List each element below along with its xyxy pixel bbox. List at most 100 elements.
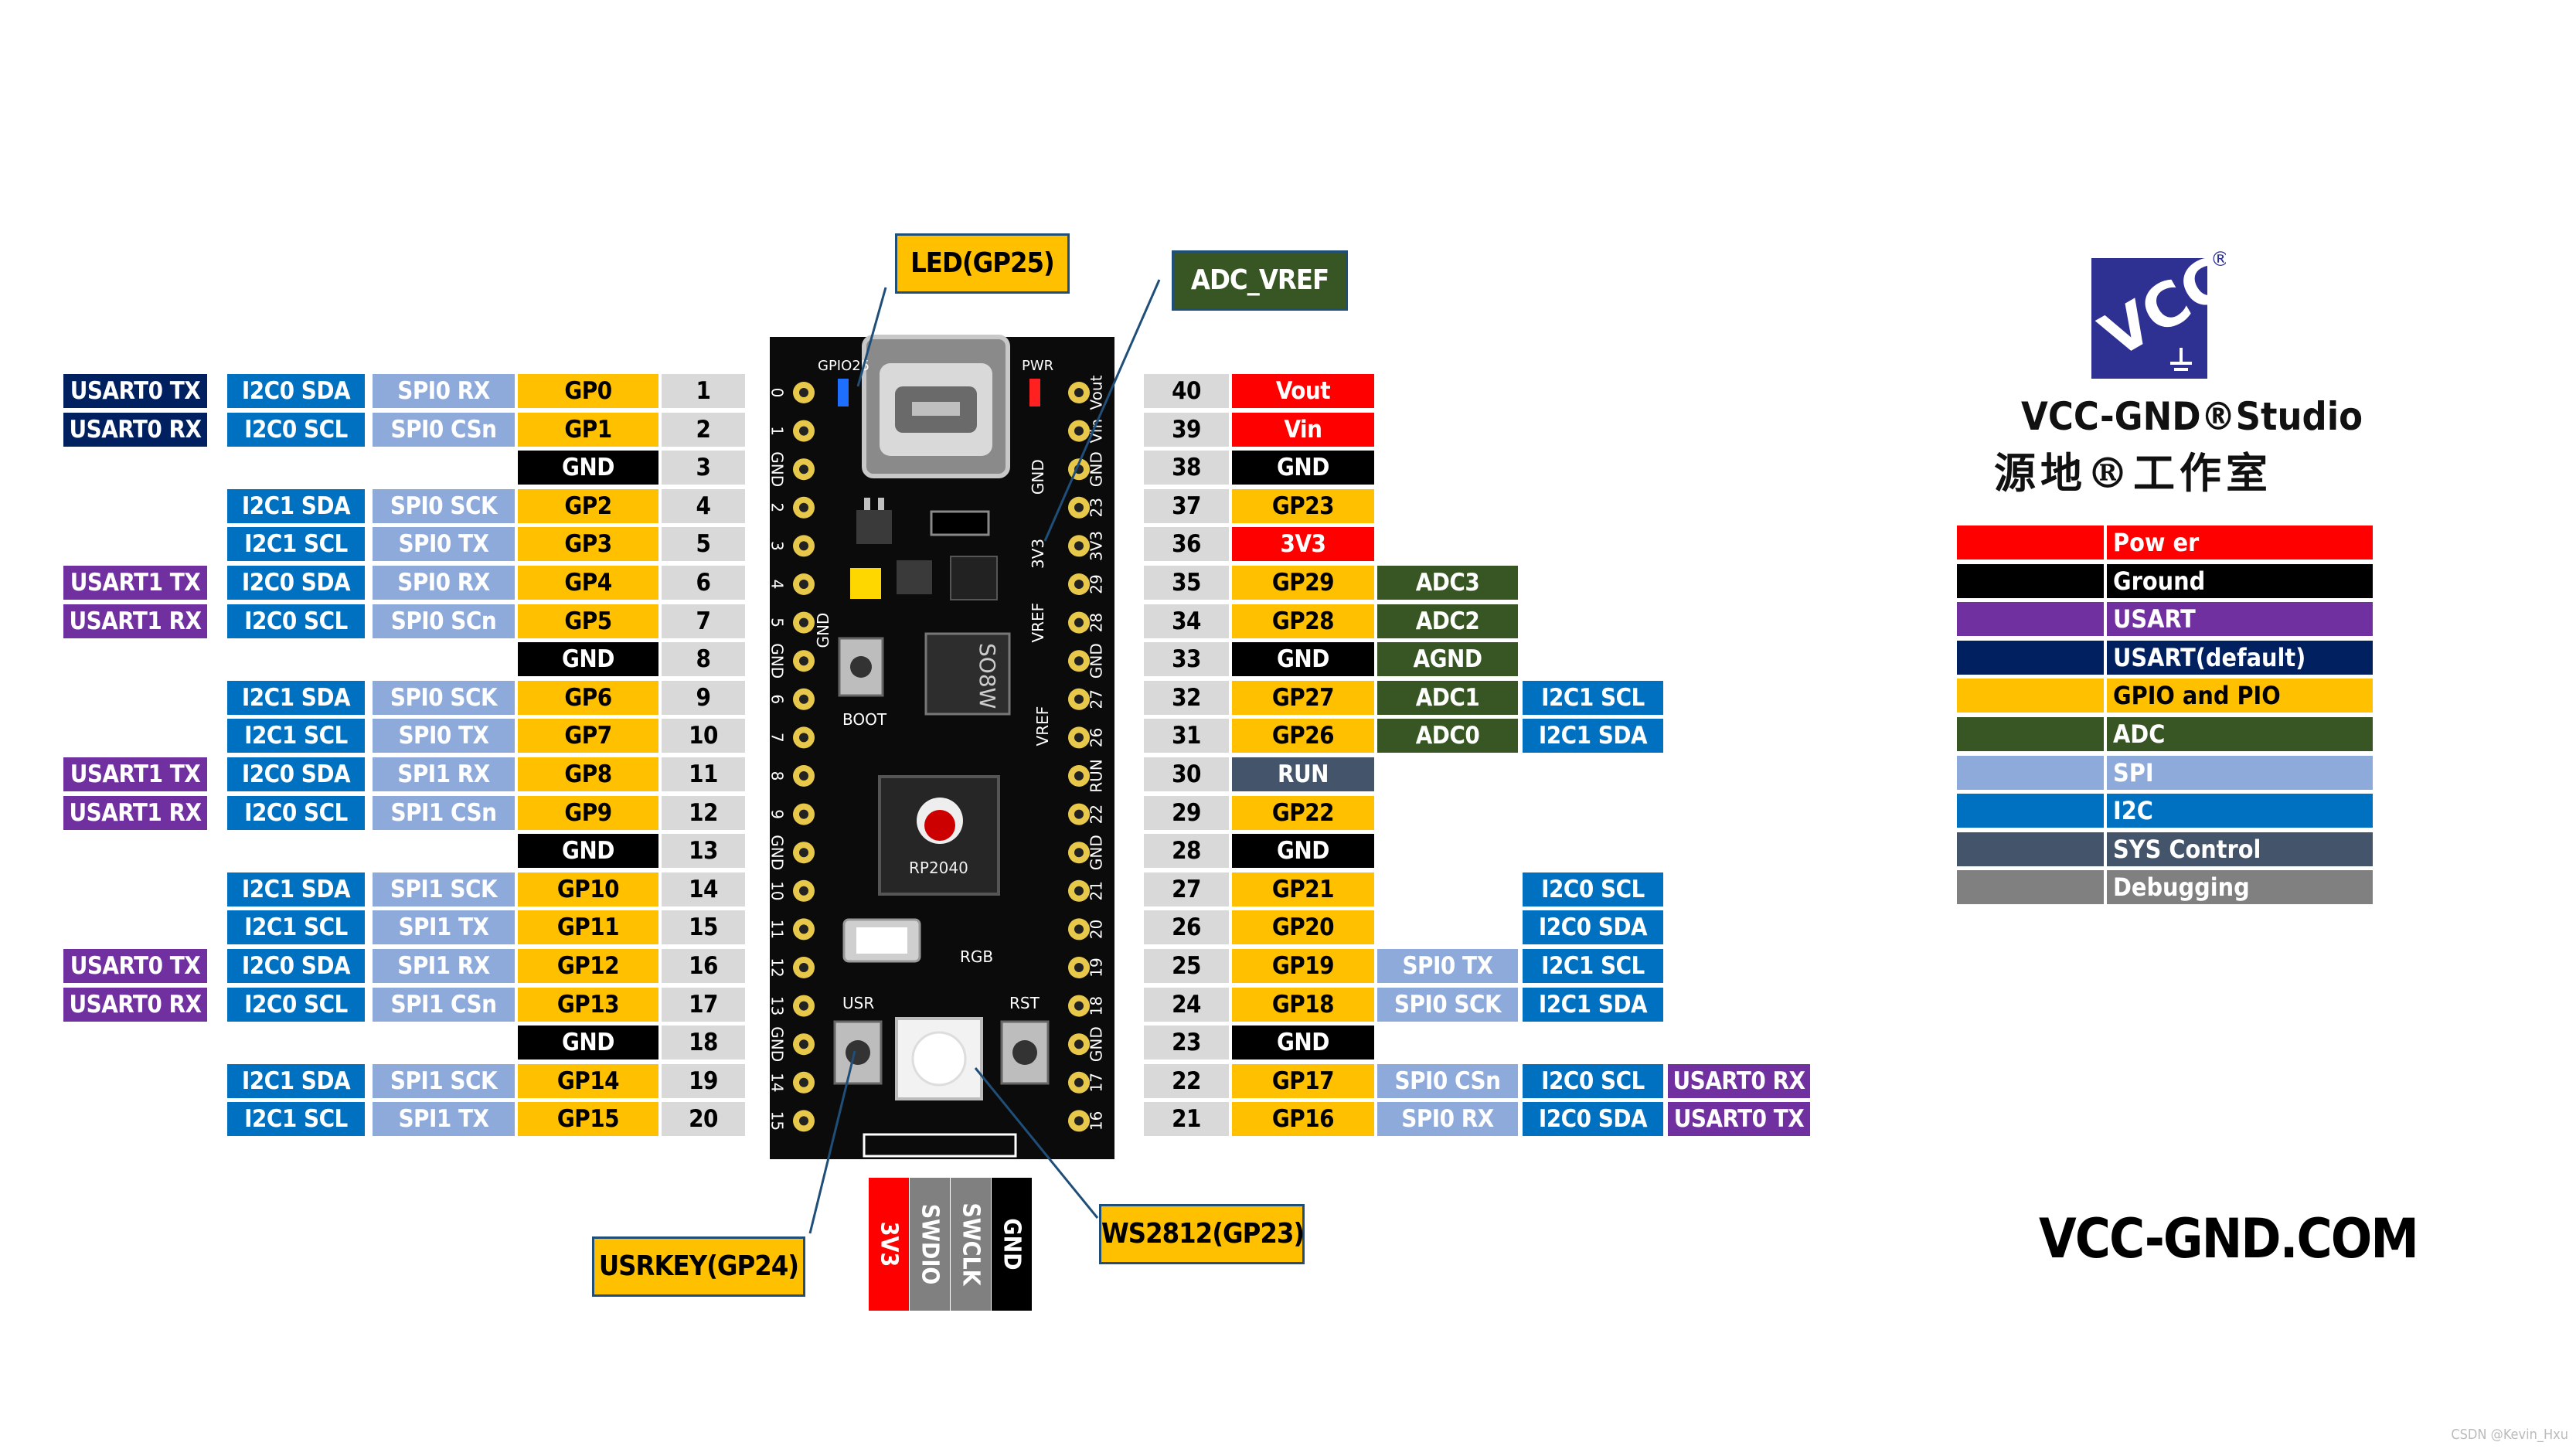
silk-right-label: 3V3	[1087, 531, 1106, 561]
pin-number: 18	[662, 1026, 745, 1060]
silk-usr: USR	[842, 994, 874, 1012]
swd-pin: GND	[992, 1178, 1032, 1311]
silk-right-label: 27	[1087, 689, 1106, 709]
pin-number: 38	[1144, 451, 1229, 485]
silk-left-label: 15	[768, 1111, 787, 1131]
pin-number: 8	[662, 642, 745, 676]
pin-func-1: SPI0 SCK	[1377, 988, 1518, 1022]
pin-gpio: GP15	[518, 1102, 658, 1136]
legend-item: GPIO and PIO	[1957, 679, 2374, 713]
silk-flash: SO8W	[975, 643, 1000, 709]
pin-func-i2c: I2C0 SDA	[227, 949, 365, 983]
legend-label: GPIO and PIO	[2107, 679, 2373, 713]
legend-label: ADC	[2107, 717, 2373, 751]
legend-swatch	[1957, 564, 2104, 598]
pin-gpio: GP2	[518, 489, 658, 523]
pin-gpio: 3V3	[1232, 527, 1374, 561]
callout-usrkey: USRKEY(GP24)	[592, 1236, 805, 1297]
pin-gpio: GP23	[1232, 489, 1374, 523]
pin-number: 39	[1144, 413, 1229, 447]
pin-func-2: I2C1 SCL	[1523, 949, 1663, 983]
pad-hole	[799, 426, 808, 436]
silk-left-label: 12	[768, 957, 787, 977]
pin-func-i2c: I2C0 SDA	[227, 566, 365, 600]
pad-hole	[799, 464, 808, 474]
silk-right-label: GND	[1087, 643, 1106, 679]
silk-left-label: GND	[768, 643, 787, 679]
silk-right-label: GND	[1087, 835, 1106, 870]
silk-left-label: 14	[768, 1073, 787, 1092]
pin-gpio: GND	[1232, 1026, 1374, 1060]
legend-label: Debugging	[2107, 870, 2373, 904]
pin-gpio: RUN	[1232, 757, 1374, 791]
pin-number: 35	[1144, 566, 1229, 600]
pin-func-spi: SPI0 RX	[373, 374, 515, 408]
pin-gpio: GP29	[1232, 566, 1374, 600]
pin-func-i2c: I2C0 SCL	[227, 796, 365, 830]
pin-func-spi: SPI0 TX	[373, 719, 515, 753]
pin-number: 3	[662, 451, 745, 485]
silk-left-label: 6	[768, 694, 787, 704]
pin-func-i2c: I2C1 SDA	[227, 489, 365, 523]
silk-left-label: 8	[768, 771, 787, 781]
silk-boot: BOOT	[842, 710, 887, 729]
pad-hole	[1074, 733, 1084, 743]
silk-left-label: 5	[768, 617, 787, 628]
silk-left-label: GND	[768, 451, 787, 487]
pin-func-i2c: I2C0 SCL	[227, 413, 365, 447]
pad-hole	[1074, 809, 1084, 819]
pin-gpio: GND	[1232, 451, 1374, 485]
pin-gpio: GP16	[1232, 1102, 1374, 1136]
pad-hole	[799, 809, 808, 819]
pin-func-usart: USART0 RX	[63, 988, 207, 1022]
silk-right-label: 19	[1087, 957, 1106, 977]
pin-gpio: GP27	[1232, 681, 1374, 715]
pin-func-2: I2C0 SDA	[1523, 1102, 1663, 1136]
pad-hole	[1074, 580, 1084, 589]
pin-gpio: GP8	[518, 757, 658, 791]
pin-number: 17	[662, 988, 745, 1022]
legend-swatch	[1957, 602, 2104, 636]
pin-number: 4	[662, 489, 745, 523]
silk-gpio25: GPIO25	[818, 358, 869, 374]
silk-right-label: 17	[1087, 1073, 1106, 1092]
pin-gpio: GP10	[518, 872, 658, 906]
led-pwr	[1029, 379, 1040, 406]
pin-func-i2c: I2C1 SCL	[227, 527, 365, 561]
silk-rgb: RGB	[960, 947, 993, 966]
silk-right-label: GND	[1087, 451, 1106, 487]
legend-item: Debugging	[1957, 870, 2374, 904]
legend-label: SPI	[2107, 756, 2373, 790]
silk-inner-label: GND	[1029, 459, 1047, 495]
pin-func-i2c: I2C1 SDA	[227, 872, 365, 906]
legend-label: I2C	[2107, 794, 2373, 828]
pin-func-1: ADC2	[1377, 604, 1518, 638]
silk-right-label: 28	[1087, 613, 1106, 632]
silk-left-label: GND	[768, 1026, 787, 1062]
silk-left-label: 9	[768, 809, 787, 819]
pin-number: 16	[662, 949, 745, 983]
silk-left-label: 10	[768, 881, 787, 900]
silk-pwr: PWR	[1022, 358, 1053, 374]
pad-hole	[799, 1001, 808, 1011]
silk-right-label: 22	[1087, 804, 1106, 824]
pin-number: 30	[1144, 757, 1229, 791]
pin-gpio: GND	[518, 1026, 658, 1060]
legend-label: USART(default)	[2107, 641, 2373, 675]
pad-hole	[1074, 886, 1084, 896]
pin-gpio: Vin	[1232, 413, 1374, 447]
pin-func-2: I2C1 SCL	[1523, 681, 1663, 715]
pin-func-spi: SPI1 SCK	[373, 1064, 515, 1098]
pad-hole	[799, 1116, 808, 1126]
pin-number: 23	[1144, 1026, 1229, 1060]
pin-number: 24	[1144, 988, 1229, 1022]
legend-swatch	[1957, 526, 2104, 560]
legend-label: SYS Control	[2107, 832, 2373, 866]
pad-hole	[799, 388, 808, 397]
flash-chip	[924, 632, 1011, 716]
pin-func-spi: SPI1 RX	[373, 757, 515, 791]
pad-hole	[1074, 541, 1084, 551]
pin-gpio: GP22	[1232, 796, 1374, 830]
pin-gpio: GP12	[518, 949, 658, 983]
